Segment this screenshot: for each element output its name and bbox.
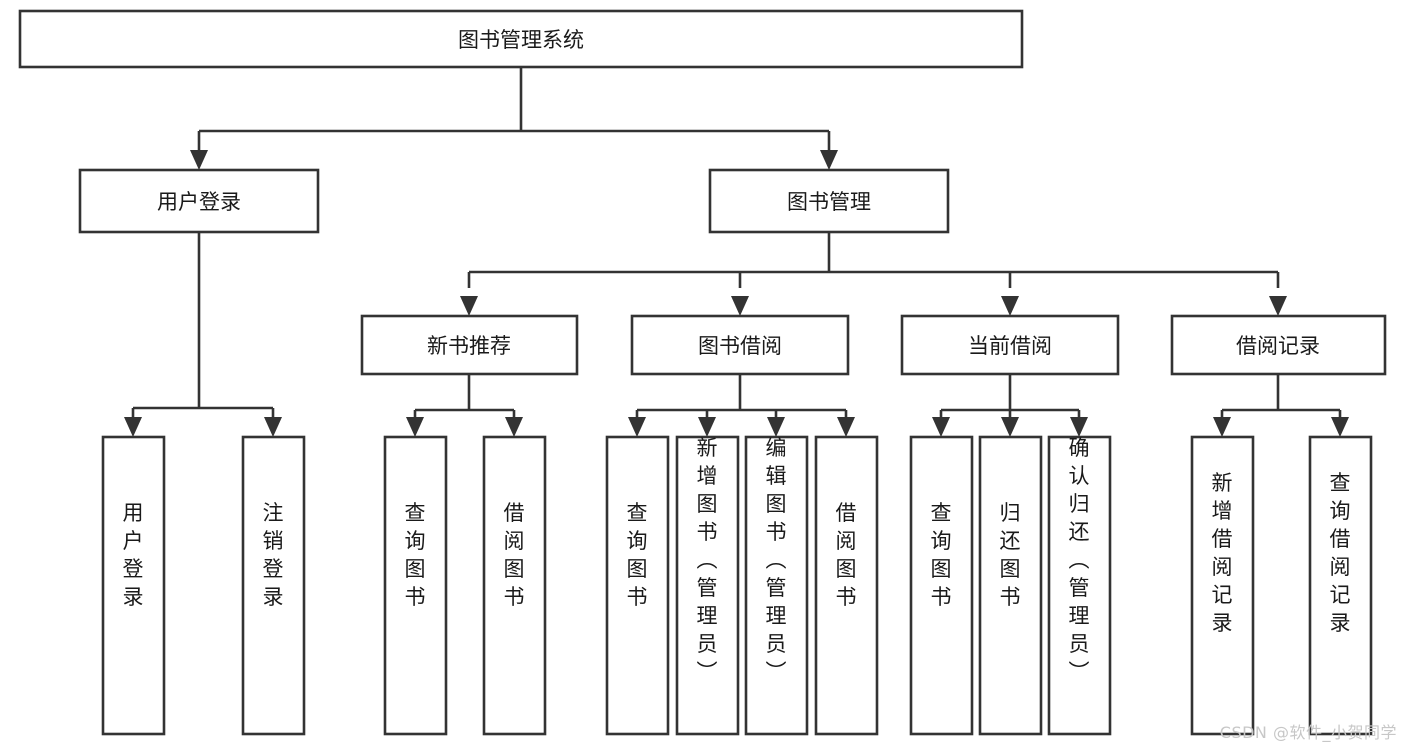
node-leaf-borrow-book-label: 借阅图书: [836, 501, 857, 609]
node-current-borrow-label: 当前借阅: [968, 334, 1052, 358]
connector-group-book-manage: [460, 232, 1287, 316]
node-new-book-recommend[interactable]: 新书推荐: [360, 314, 579, 376]
node-leaf-query-book-current-label: 查询图书: [931, 501, 952, 609]
node-leaf-query-borrow-record[interactable]: 查询借阅记录: [1308, 435, 1373, 736]
node-leaf-edit-book-label: 编辑图书︵管理员︶: [766, 436, 787, 684]
node-leaf-query-borrow-record-label: 查询借阅记录: [1330, 471, 1351, 635]
node-leaf-query-book-recommend[interactable]: 查询图书: [383, 435, 448, 736]
node-borrow-record[interactable]: 借阅记录: [1170, 314, 1387, 376]
node-leaf-edit-book[interactable]: 编辑图书︵管理员︶: [744, 435, 809, 736]
node-leaf-logout[interactable]: 注销登录: [241, 435, 306, 736]
node-current-borrow[interactable]: 当前借阅: [900, 314, 1120, 376]
node-leaf-user-login-label: 用户登录: [123, 501, 144, 609]
connector-group-new-book: [406, 374, 523, 437]
node-root-system[interactable]: 图书管理系统: [18, 9, 1024, 69]
node-new-book-recommend-label: 新书推荐: [427, 334, 511, 358]
node-leaf-return-book[interactable]: 归还图书: [978, 435, 1043, 736]
node-book-management[interactable]: 图书管理: [708, 168, 950, 234]
node-book-borrow[interactable]: 图书借阅: [630, 314, 850, 376]
node-leaf-query-book-current[interactable]: 查询图书: [909, 435, 974, 736]
node-leaf-add-borrow-record[interactable]: 新增借阅记录: [1190, 435, 1255, 736]
connector-group-borrow-record: [1213, 374, 1349, 437]
node-root-system-label: 图书管理系统: [458, 28, 584, 52]
connector-group-user-login: [124, 232, 282, 437]
node-leaf-query-book-borrow[interactable]: 查询图书: [605, 435, 670, 736]
connector-group-book-borrow: [628, 374, 855, 437]
connector-group-root: [190, 67, 838, 170]
node-book-borrow-label: 图书借阅: [698, 334, 782, 358]
node-borrow-record-label: 借阅记录: [1236, 334, 1320, 358]
node-leaf-query-book-recommend-label: 查询图书: [405, 501, 426, 609]
node-user-login[interactable]: 用户登录: [78, 168, 320, 234]
node-leaf-borrow-book[interactable]: 借阅图书: [814, 435, 879, 736]
node-leaf-add-book[interactable]: 新增图书︵管理员︶: [675, 435, 740, 736]
node-book-management-label: 图书管理: [787, 190, 871, 214]
node-leaf-query-book-borrow-label: 查询图书: [627, 501, 648, 609]
connector-group-current-borrow: [932, 374, 1088, 437]
node-leaf-borrow-book-recommend-label: 借阅图书: [504, 501, 525, 609]
node-leaf-user-login[interactable]: 用户登录: [101, 435, 166, 736]
node-leaf-confirm-return[interactable]: 确认归还︵管理员︶: [1047, 435, 1112, 736]
node-leaf-logout-label: 注销登录: [263, 501, 284, 609]
node-leaf-add-borrow-record-label: 新增借阅记录: [1212, 471, 1233, 635]
node-user-login-label: 用户登录: [157, 190, 241, 214]
node-leaf-return-book-label: 归还图书: [1000, 501, 1021, 609]
node-leaf-borrow-book-recommend[interactable]: 借阅图书: [482, 435, 547, 736]
node-leaf-add-book-label: 新增图书︵管理员︶: [697, 436, 718, 684]
node-leaf-confirm-return-label: 确认归还︵管理员︶: [1069, 436, 1090, 684]
